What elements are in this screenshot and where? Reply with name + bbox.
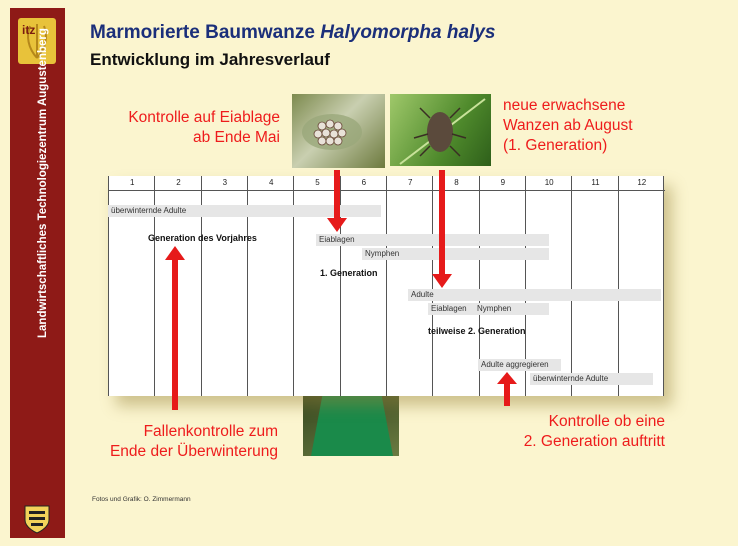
bar-egg-laying-2: Eiablagen [428, 303, 475, 315]
callout-second-gen: Kontrolle ob eine 2. Generation auftritt [487, 412, 665, 452]
month-header: 1 [109, 176, 156, 191]
month-column: 10 [525, 176, 573, 396]
callout-second-gen-line1: Kontrolle ob eine [548, 413, 665, 430]
photo-credit: Fotos und Grafik: O. Zimmermann [92, 496, 191, 503]
month-header: 7 [387, 176, 434, 191]
page-title: Marmorierte Baumwanze Halyomorpha halys [90, 22, 495, 44]
month-column: 8 [432, 176, 480, 396]
bar-adults-aggregate: Adulte aggregieren [478, 359, 561, 371]
month-header: 4 [248, 176, 295, 191]
month-column: 5 [293, 176, 341, 396]
month-header: 6 [340, 176, 387, 191]
month-column: 1 [108, 176, 156, 396]
callout-trap-control-line1: Fallenkontrolle zum [143, 423, 278, 440]
callout-new-adults-line3: (1. Generation) [503, 137, 608, 154]
callout-egg-control-line1: Kontrolle auf Eiablage [128, 109, 280, 126]
month-header: 5 [294, 176, 341, 191]
state-crest-icon [24, 505, 50, 534]
callout-egg-control: Kontrolle auf Eiablage ab Ende Mai [104, 108, 280, 148]
callout-new-adults: neue erwachsene Wanzen ab August (1. Gen… [503, 96, 633, 156]
bar-nymphs-2: Nymphen [474, 303, 549, 315]
callout-trap-control: Fallenkontrolle zum Ende der Überwinteru… [100, 422, 278, 462]
month-header: 3 [201, 176, 248, 191]
callout-trap-control-line2: Ende der Überwinterung [109, 443, 278, 460]
month-column: 3 [200, 176, 248, 396]
bar-overwintering-adults-2: überwinternde Adulte [530, 373, 653, 385]
photo-egg-clutch [292, 94, 385, 168]
month-column: 6 [339, 176, 387, 396]
callout-second-gen-line2: 2. Generation auftritt [523, 433, 665, 450]
arrow-down-new-adults [432, 170, 452, 288]
bar-adults: Adulte [408, 289, 661, 301]
sidebar-vertical-text: Landwirtschaftliches Technologiezentrum … [37, 28, 49, 338]
callout-egg-control-line2: ab Ende Mai [192, 129, 280, 146]
arrow-up-second-gen [497, 372, 517, 406]
month-column: 4 [247, 176, 295, 396]
logo-text: itz [22, 23, 35, 37]
label-generation-1: 1. Generation [320, 268, 378, 278]
sidebar: itz Landwirtschaftliches Technologiezent… [10, 8, 65, 538]
itz-logo: itz [18, 18, 56, 64]
label-generation-2-partial: teilweise 2. Generation [428, 326, 526, 336]
month-column: 12 [617, 176, 665, 396]
adult-bug-image [399, 98, 486, 165]
label-prev-generation: Generation des Vorjahres [148, 233, 257, 243]
title-scientific-name: Halyomorpha halys [320, 22, 496, 43]
title-common-name: Marmorierte Baumwanze [90, 22, 315, 43]
bar-nymphs: Nymphen [362, 248, 549, 260]
month-header: 11 [572, 176, 619, 191]
month-header: 9 [479, 176, 526, 191]
bar-egg-laying: Eiablagen [316, 234, 549, 246]
month-header: 8 [433, 176, 480, 191]
month-column: 7 [386, 176, 434, 396]
month-column: 9 [478, 176, 526, 396]
callout-new-adults-line2: Wanzen ab August [503, 117, 633, 134]
bar-overwintering-adults: überwinternde Adulte [108, 205, 381, 217]
month-header: 12 [618, 176, 665, 191]
egg-clutch-image [302, 114, 362, 150]
month-column: 2 [154, 176, 202, 396]
arrow-down-egg-control [327, 170, 347, 232]
month-header: 2 [155, 176, 202, 191]
photo-adult-bug [390, 94, 491, 166]
callout-new-adults-line1: neue erwachsene [503, 97, 626, 114]
month-header: 10 [526, 176, 573, 191]
month-column: 11 [571, 176, 619, 396]
arrow-up-trap-control [165, 246, 185, 410]
page-subtitle: Entwicklung im Jahresverlauf [90, 50, 330, 69]
